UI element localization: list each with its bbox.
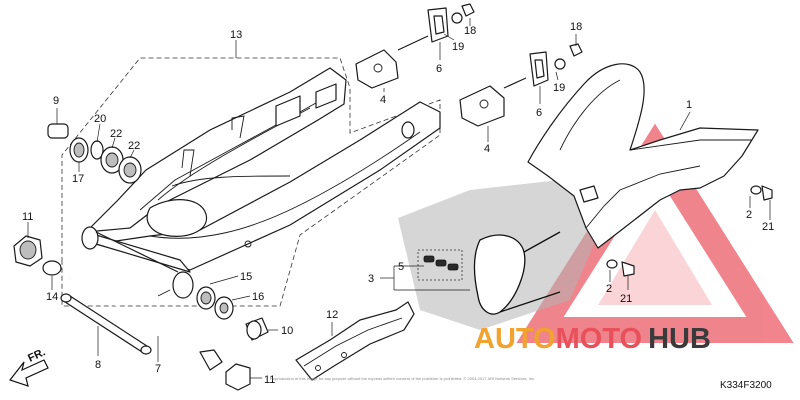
pivot-bolt-group — [13, 235, 251, 391]
swingarm — [81, 67, 441, 299]
watermark-part-auto: AUTO — [474, 323, 556, 355]
callout-22: 22 — [128, 140, 140, 152]
callout-19: 19 — [452, 41, 464, 53]
callout-11: 11 — [22, 211, 33, 223]
callout-6: 6 — [436, 63, 442, 75]
callout-22: 22 — [110, 128, 122, 140]
pivot-bearings-right — [196, 286, 269, 341]
callout-14: 14 — [46, 291, 58, 303]
callout-8: 8 — [95, 359, 101, 371]
callout-21: 21 — [620, 293, 632, 305]
callout-18: 18 — [570, 21, 582, 33]
leader-lines — [27, 18, 771, 379]
chain-adjuster-left — [355, 3, 475, 89]
callout-19: 19 — [553, 82, 565, 94]
callout-17: 17 — [72, 173, 84, 185]
swingarm-assembly-boundary — [61, 40, 441, 307]
watermark-part-moto: MOTO — [556, 323, 642, 355]
callout-18: 18 — [464, 25, 476, 37]
callout-12: 12 — [326, 309, 338, 321]
callout-6: 6 — [536, 107, 542, 119]
rear-fender — [527, 63, 773, 277]
callout-1: 1 — [686, 99, 692, 111]
copyright-note: Reproduction of this image for any purpo… — [270, 376, 535, 381]
bearing-group-left — [47, 123, 142, 184]
front-direction-arrow — [9, 359, 49, 387]
callout-13: 13 — [230, 29, 242, 41]
callout-4: 4 — [380, 94, 386, 106]
callout-10: 10 — [281, 325, 293, 337]
chain-slider — [295, 301, 415, 381]
callout-15: 15 — [240, 271, 252, 283]
callout-labels: 13 9 20 22 22 17 11 14 8 7 15 16 10 11 1… — [22, 21, 774, 386]
callout-21: 21 — [762, 221, 774, 233]
callout-2: 2 — [746, 209, 752, 221]
callout-2: 2 — [606, 283, 612, 295]
callout-9: 9 — [53, 95, 59, 107]
callout-3: 3 — [368, 273, 374, 285]
diagram-code: K334F3200 — [720, 380, 772, 391]
drive-chain-group — [380, 180, 600, 330]
callout-4: 4 — [484, 143, 490, 155]
watermark-part-hub: HUB — [648, 323, 711, 355]
chain-adjuster-right — [459, 43, 583, 127]
callout-20: 20 — [94, 113, 106, 125]
callout-7: 7 — [155, 363, 161, 375]
callout-16: 16 — [252, 291, 264, 303]
callout-11: 11 — [264, 374, 275, 386]
callout-5: 5 — [398, 261, 404, 273]
